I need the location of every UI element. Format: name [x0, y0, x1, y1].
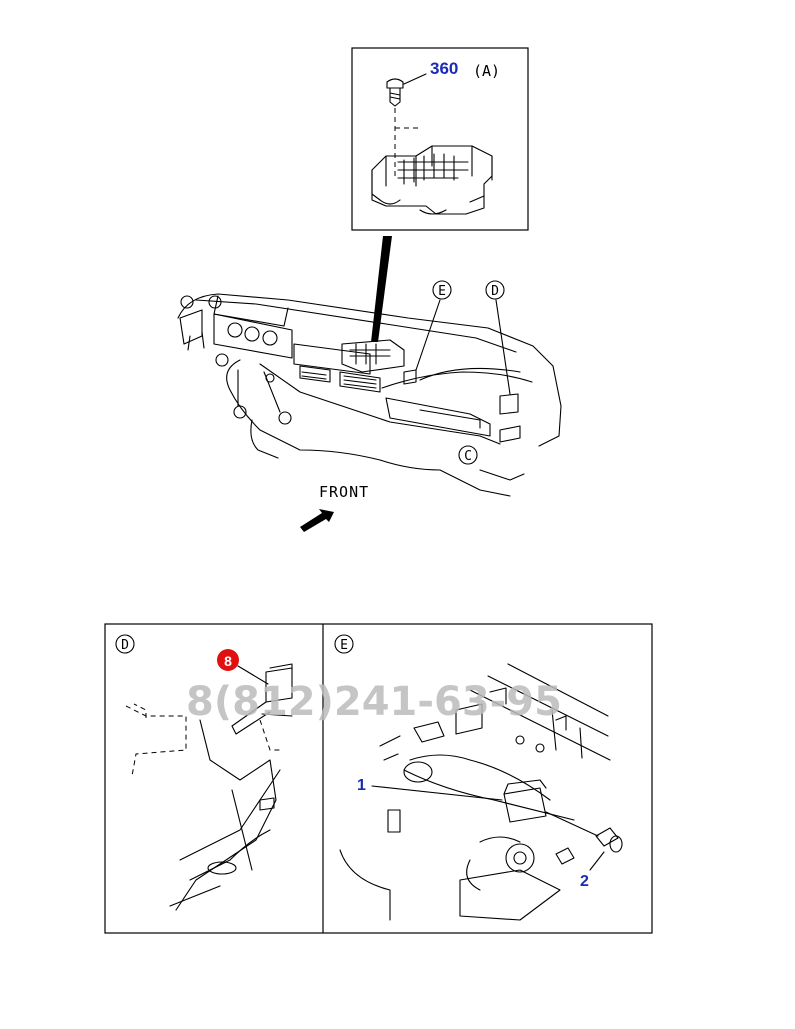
svg-text:C: C: [464, 449, 472, 464]
front-arrow-icon: [300, 509, 334, 532]
svg-text:D: D: [491, 284, 499, 299]
part-number-360[interactable]: 360: [430, 59, 458, 78]
detail-panel-d: D 8: [115, 634, 293, 911]
callout-8-badge: [217, 649, 239, 671]
callout-8[interactable]: 8: [224, 653, 232, 669]
panel-e-view-marker: E: [334, 634, 354, 654]
svg-text:D: D: [121, 638, 129, 653]
bolt-icon: [386, 78, 404, 107]
view-marker-c[interactable]: C: [458, 445, 478, 465]
dashboard-drawing: [177, 293, 562, 497]
detail-a-label: (A): [473, 62, 500, 80]
detail-panels-frame: [104, 623, 653, 934]
svg-text:E: E: [438, 284, 446, 299]
relay-block-drawing: [371, 145, 493, 215]
callout-1[interactable]: 1: [357, 777, 366, 794]
bolt-2-icon: [595, 827, 623, 853]
detail-panel-e: E 1 2: [334, 634, 623, 921]
watermark-phone: 8(812)241-63-95: [186, 679, 562, 725]
callout-2[interactable]: 2: [580, 873, 589, 890]
panel-d-view-marker: D: [115, 634, 135, 654]
view-marker-e[interactable]: E: [432, 280, 452, 300]
front-label: FRONT: [319, 483, 369, 501]
svg-text:E: E: [340, 638, 348, 653]
detail-a-inset: 360 (A): [351, 47, 529, 231]
detail-leader: [371, 236, 392, 342]
view-marker-d[interactable]: D: [485, 280, 505, 300]
